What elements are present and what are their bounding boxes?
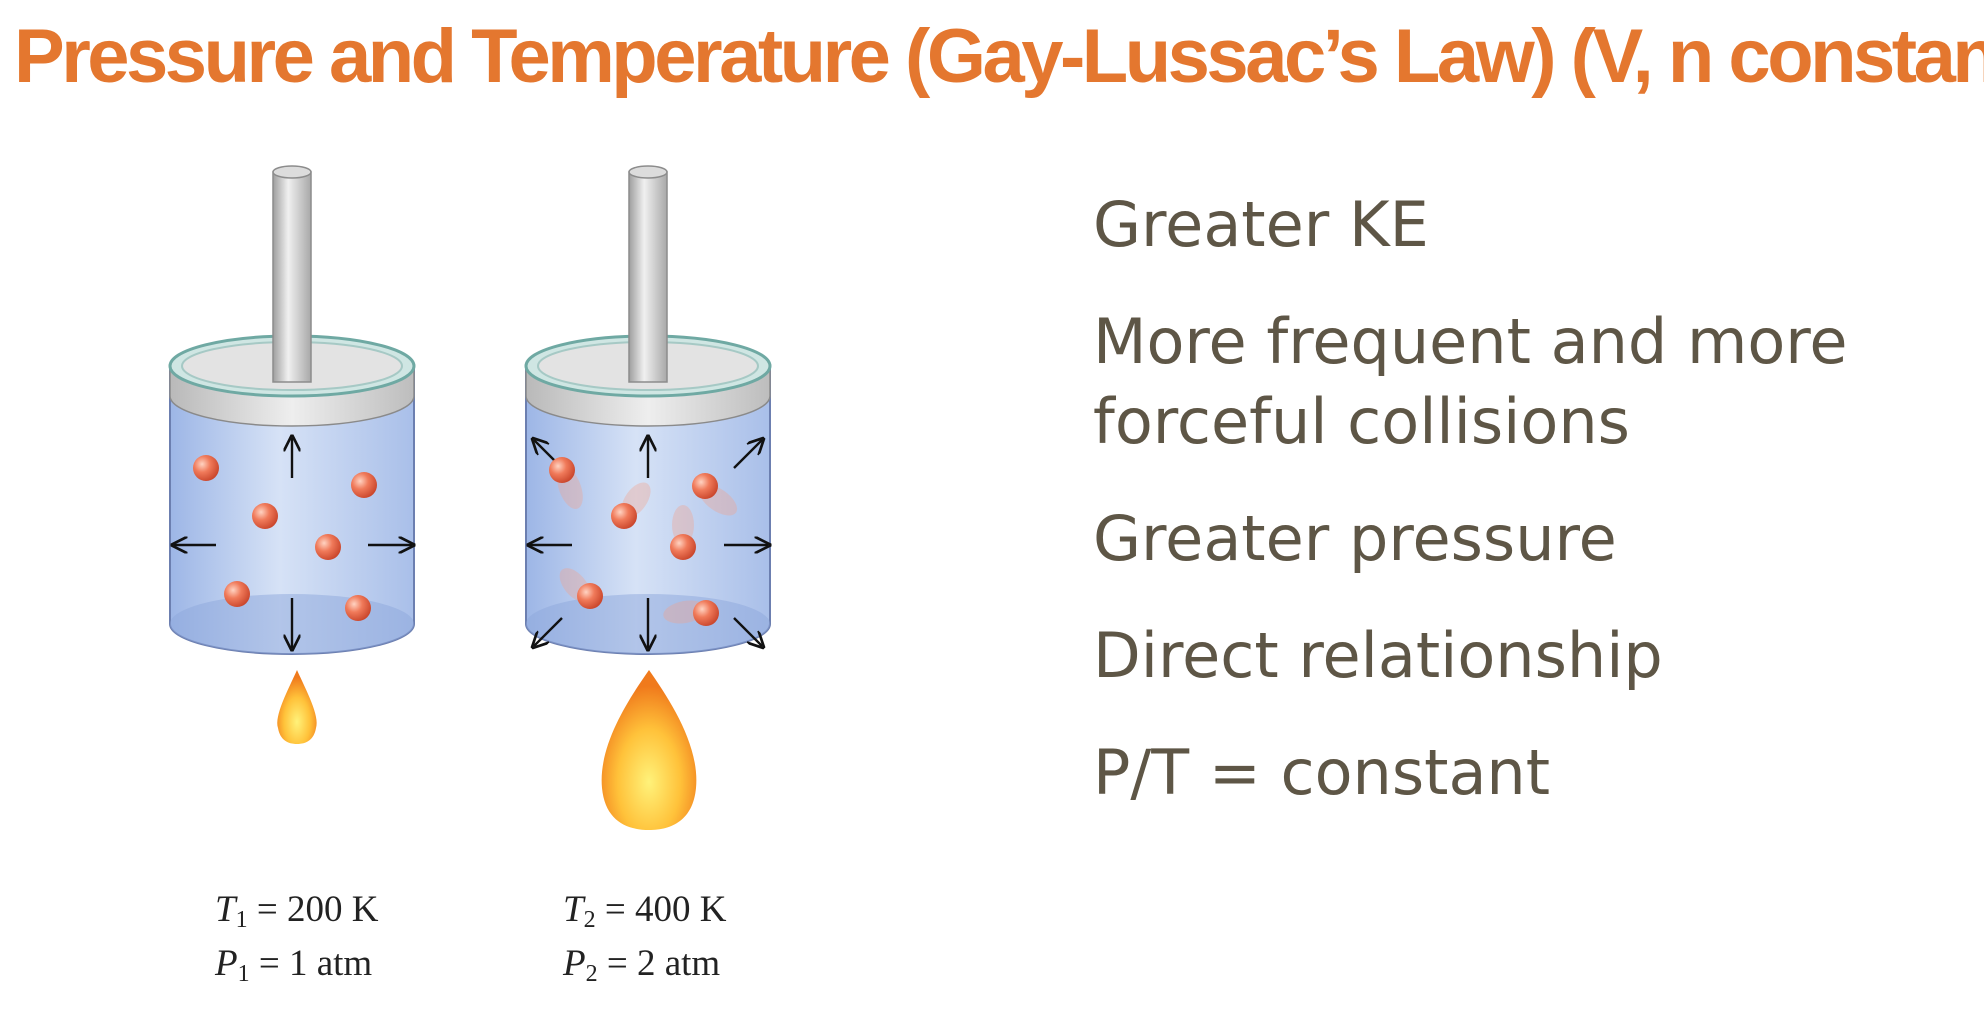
bullet-item: P/T = constant — [1093, 736, 1551, 809]
cylinder-left — [168, 165, 416, 744]
gas-particles-left — [193, 455, 377, 621]
flame-large — [601, 670, 697, 830]
piston-rod-right — [628, 171, 668, 383]
bullet-item: Greater KE — [1093, 188, 1429, 261]
flame-small — [277, 670, 317, 744]
gas-particles-right — [549, 457, 738, 626]
piston-rod-left — [272, 171, 312, 383]
condition-right: T2 = 400 K P2 = 2 atm — [563, 888, 726, 996]
temperature-right: T2 = 400 K — [563, 889, 727, 933]
pressure-right: P2 = 2 atm — [563, 943, 721, 987]
cylinder-right — [524, 165, 772, 830]
slide-title: Pressure and Temperature (Gay-Lussac’s L… — [14, 14, 1984, 99]
cylinder-diagram — [168, 165, 772, 830]
pressure-arrows-left — [174, 438, 412, 648]
pressure-left: P1 = 1 atm — [215, 943, 373, 987]
bullet-list: Greater KE More frequent and more forcef… — [1093, 185, 1973, 850]
bullet-item: More frequent and more forceful collisio… — [1093, 305, 1848, 458]
condition-left: T1 = 200 K P1 = 1 atm — [215, 888, 378, 996]
temperature-left: T1 = 200 K — [215, 889, 379, 933]
bullet-item: Direct relationship — [1093, 619, 1663, 692]
bullet-item: Greater pressure — [1093, 502, 1617, 575]
